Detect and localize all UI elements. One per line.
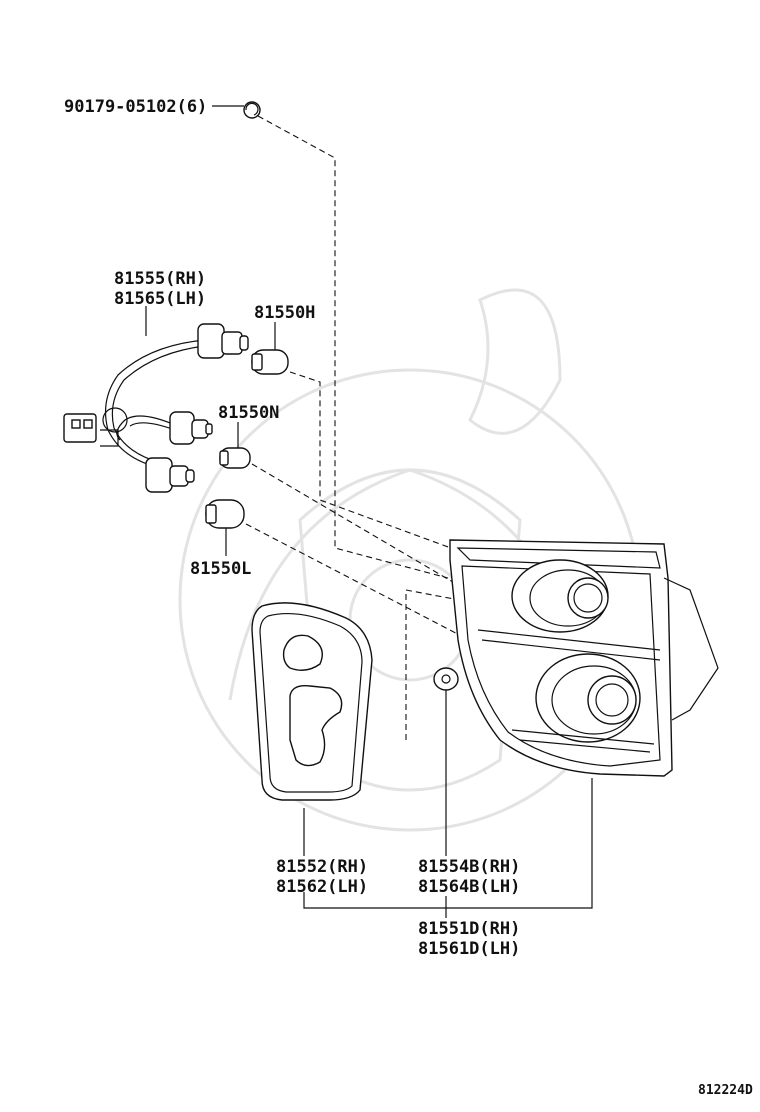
gasket-part <box>251 602 373 801</box>
label-lamp-lh: 81561D(LH) <box>418 939 520 959</box>
screw-leader <box>257 115 449 579</box>
label-bulb-n: 81550N <box>218 403 279 423</box>
label-gasket-rh: 81552(RH) <box>276 857 368 877</box>
label-screw: 90179-05102(6) <box>64 97 207 117</box>
assembly-bracket <box>303 778 593 909</box>
screw-part <box>212 101 261 119</box>
label-washer-rh: 81554B(RH) <box>418 857 520 877</box>
label-bulb-l: 81550L <box>190 559 251 579</box>
label-gasket-lh: 81562(LH) <box>276 877 368 897</box>
washer-part <box>433 667 459 691</box>
bulb-h-dash <box>289 371 561 589</box>
label-lamp-rh: 81551D(RH) <box>418 919 520 939</box>
bulb-n <box>219 447 251 469</box>
socket-harness <box>63 323 249 493</box>
label-socket-lh: 81565(LH) <box>114 289 206 309</box>
label-bulb-h: 81550H <box>254 303 315 323</box>
lamp-assembly <box>449 539 719 777</box>
diagram-id: 812224D <box>698 1083 753 1098</box>
label-washer-lh: 81564B(LH) <box>418 877 520 897</box>
bulb-h <box>251 349 289 375</box>
gasket-dash <box>405 589 471 740</box>
bulb-l <box>205 499 245 529</box>
label-socket-rh: 81555(RH) <box>114 269 206 289</box>
